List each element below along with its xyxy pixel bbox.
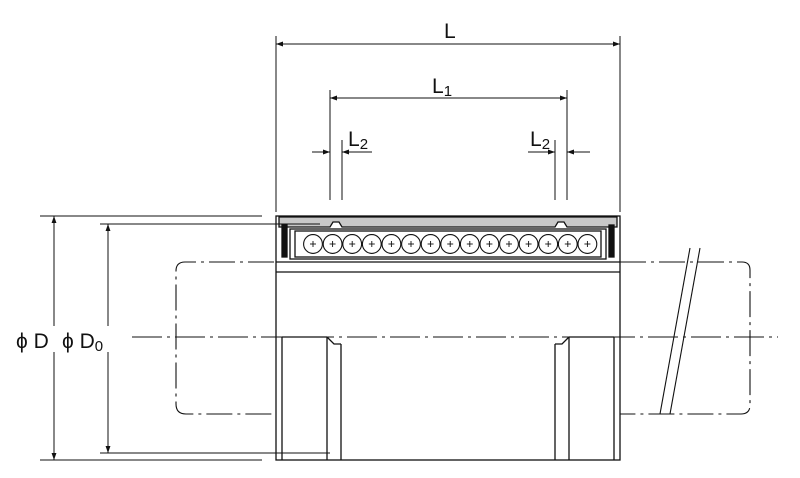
extension-lines bbox=[40, 36, 621, 461]
label-L2-left: L2 bbox=[348, 128, 368, 153]
ball bbox=[420, 234, 441, 254]
label-phi-D0: ϕ D0 bbox=[62, 330, 103, 355]
ball bbox=[518, 234, 539, 254]
ball bbox=[401, 234, 421, 254]
ball bbox=[557, 234, 578, 254]
bushing-body bbox=[275, 215, 621, 461]
label-phi-D: ϕ D bbox=[16, 330, 49, 353]
ball bbox=[361, 234, 382, 254]
ball bbox=[303, 234, 323, 254]
label-L1: L1 bbox=[432, 75, 452, 100]
ball bbox=[459, 234, 480, 254]
label-L: L bbox=[444, 20, 456, 43]
ball bbox=[342, 234, 363, 254]
ball-row bbox=[303, 234, 598, 254]
ball bbox=[381, 234, 402, 254]
shaft-break-lines bbox=[659, 247, 701, 415]
ball bbox=[479, 234, 500, 254]
ball bbox=[440, 234, 461, 254]
ball bbox=[322, 234, 343, 254]
ball bbox=[538, 234, 559, 254]
seal-left bbox=[281, 224, 288, 258]
ball bbox=[499, 234, 519, 254]
label-L2-right: L2 bbox=[530, 128, 550, 153]
sleeve-section bbox=[278, 216, 618, 228]
ball bbox=[577, 234, 598, 254]
seal-right bbox=[608, 224, 615, 258]
